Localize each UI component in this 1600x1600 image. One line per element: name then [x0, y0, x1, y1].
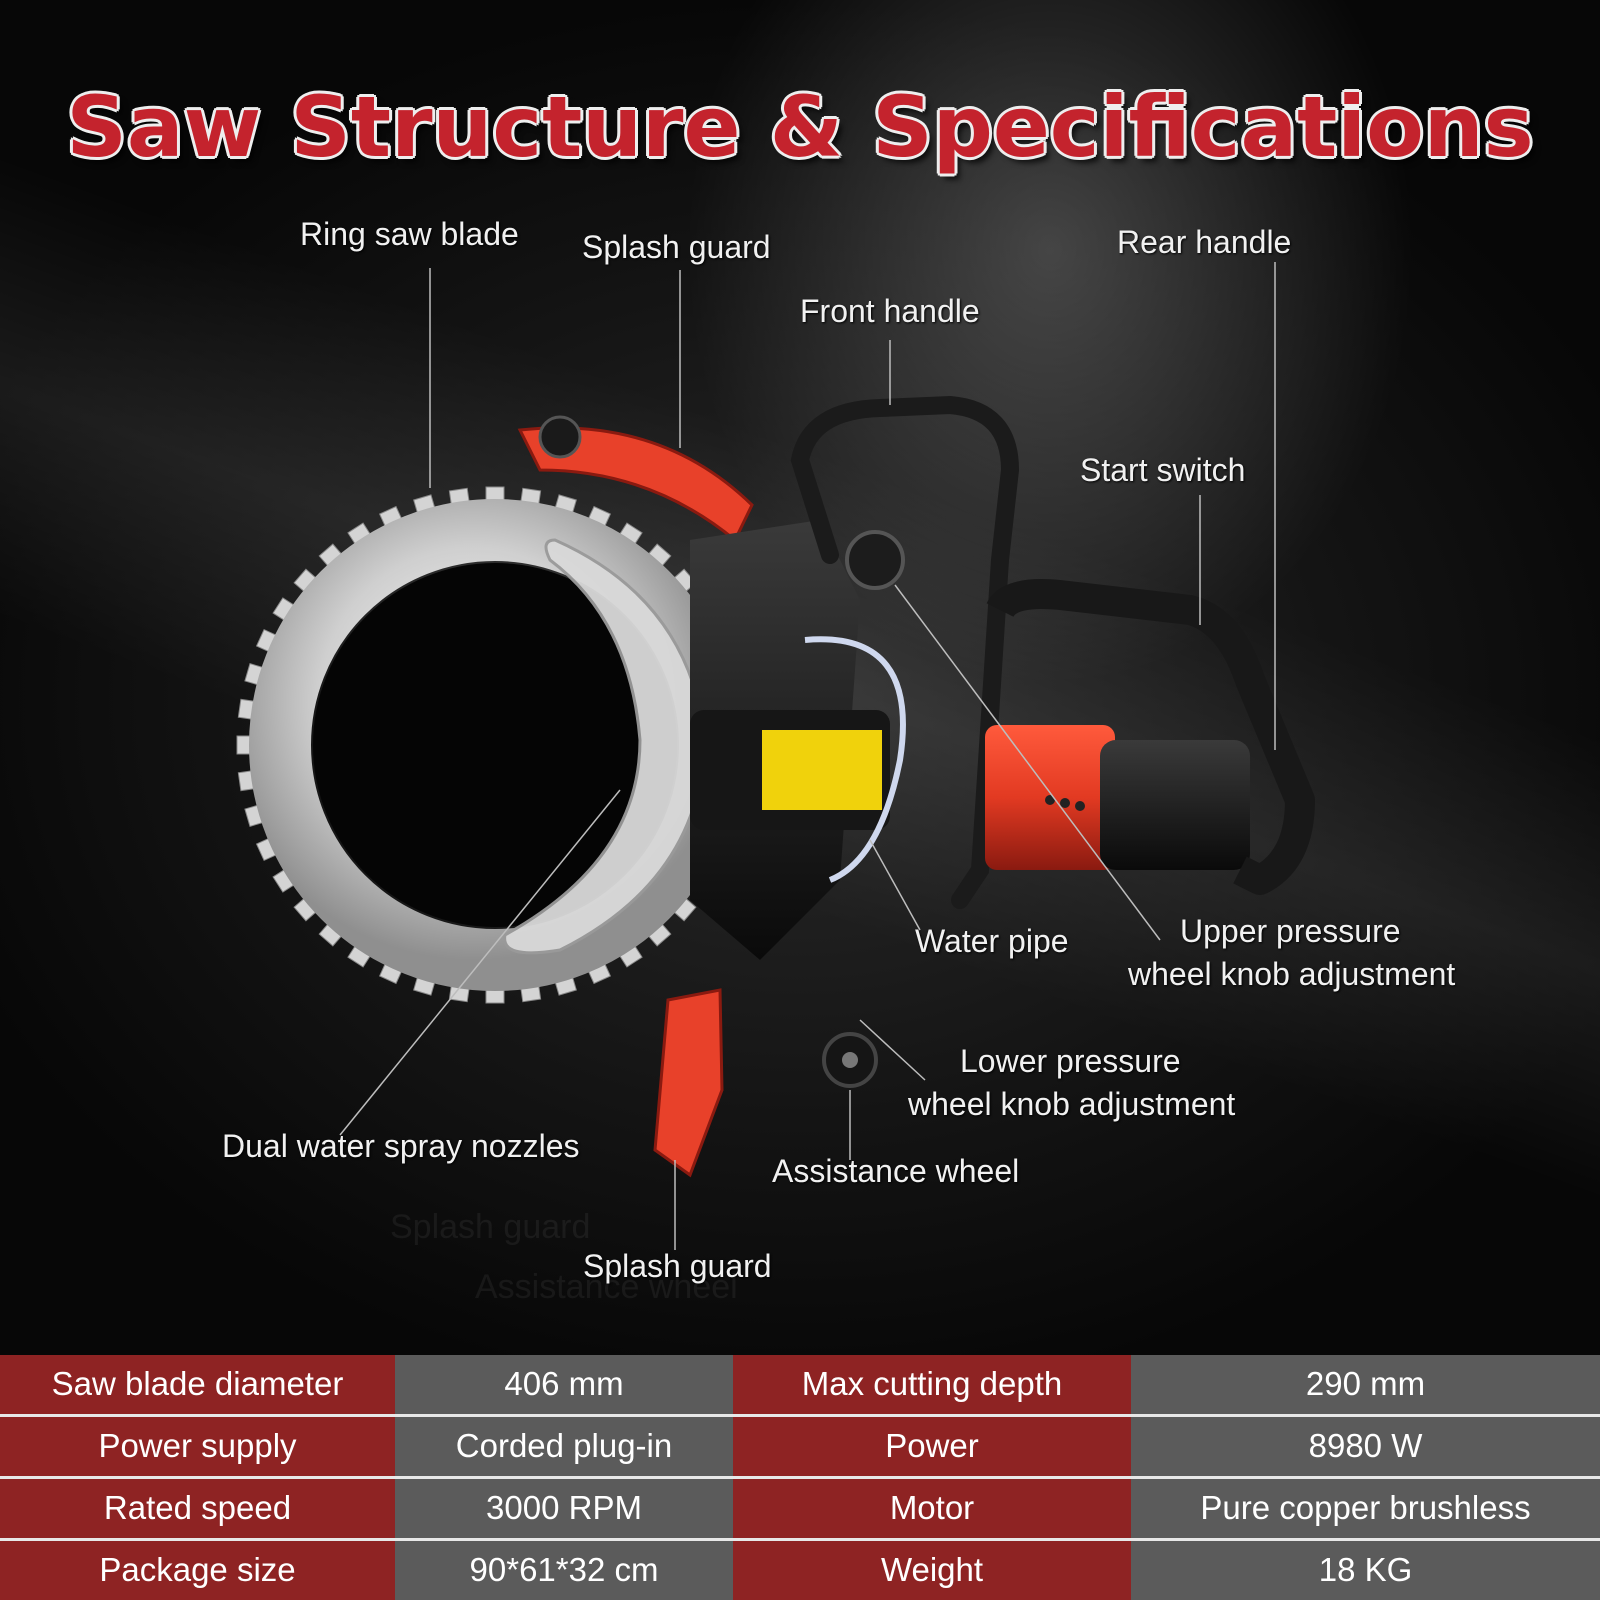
label-lower-pressure-2: wheel knob adjustment: [908, 1086, 1236, 1122]
table-row: Power supply Corded plug-in Power 8980 W: [0, 1415, 1600, 1479]
spec-value: Pure copper brushless: [1131, 1477, 1600, 1541]
motor: [985, 725, 1250, 870]
splash-guard-bottom: [653, 988, 724, 1178]
table-row: Package size 90*61*32 cm Weight 18 KG: [0, 1539, 1600, 1600]
label-upper-pressure-2: wheel knob adjustment: [1128, 956, 1456, 992]
spec-value: 18 KG: [1131, 1539, 1600, 1600]
label-front-handle: Front handle: [800, 293, 980, 329]
rear-handle: [986, 579, 1315, 895]
label-lower-pressure: Lower pressure: [960, 1043, 1181, 1079]
spec-value: Corded plug-in: [395, 1415, 733, 1479]
splash-guard-top: [517, 415, 754, 543]
label-start-switch: Start switch: [1080, 452, 1246, 488]
spec-key: Motor: [733, 1477, 1131, 1541]
table-row: Rated speed 3000 RPM Motor Pure copper b…: [0, 1477, 1600, 1541]
spec-key: Max cutting depth: [733, 1355, 1131, 1417]
spec-table: Saw blade diameter 406 mm Max cutting de…: [0, 1355, 1600, 1600]
spec-key: Power supply: [0, 1415, 395, 1479]
label-water-pipe: Water pipe: [915, 923, 1069, 959]
spec-key: Saw blade diameter: [0, 1355, 395, 1417]
ring-saw-illustration: [236, 262, 1315, 1250]
reflection-text: Assistance wheel: [475, 1268, 738, 1306]
spec-value: 290 mm: [1131, 1355, 1600, 1417]
spec-value: 8980 W: [1131, 1415, 1600, 1479]
label-splash-guard-bottom: Splash guard: [583, 1248, 772, 1284]
reflection-text: Splash guard: [390, 1208, 591, 1246]
water-pipe: [804, 636, 906, 883]
label-ring-saw-blade: Ring saw blade: [300, 216, 519, 252]
front-handle: [790, 395, 1020, 909]
table-row: Saw blade diameter 406 mm Max cutting de…: [0, 1355, 1600, 1417]
label-assistance-wheel: Assistance wheel: [772, 1153, 1020, 1189]
page-title: Saw Structure & Specifications: [66, 78, 1534, 176]
label-dual-nozzles: Dual water spray nozzles: [222, 1128, 580, 1164]
label-rear-handle: Rear handle: [1117, 224, 1292, 260]
spec-key: Package size: [0, 1539, 395, 1600]
spec-key: Weight: [733, 1539, 1131, 1600]
spec-value: 3000 RPM: [395, 1477, 733, 1541]
label-splash-guard-top: Splash guard: [582, 229, 771, 265]
label-upper-pressure: Upper pressure: [1180, 913, 1401, 949]
assistance-wheel: [822, 1032, 878, 1088]
ring-saw-blade: [236, 486, 754, 1004]
spec-value: 90*61*32 cm: [395, 1539, 733, 1600]
spec-value: 406 mm: [395, 1355, 733, 1417]
spec-key: Power: [733, 1415, 1131, 1479]
gear-housing: [690, 520, 905, 960]
callout-lines: [339, 262, 1276, 1250]
spec-key: Rated speed: [0, 1477, 395, 1541]
product-stage: Saw Structure & Specifications: [0, 0, 1600, 1355]
